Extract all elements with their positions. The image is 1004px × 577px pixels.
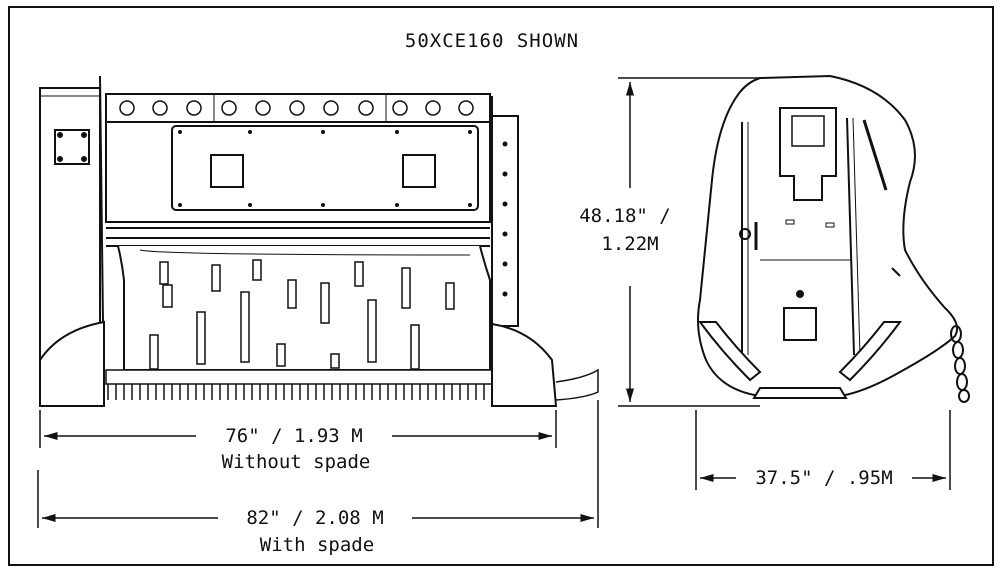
- height-label-line2: 1.22M: [601, 233, 658, 255]
- chain: [950, 325, 970, 403]
- rotor-teeth: [149, 259, 455, 370]
- width-dimension-without-spade: [39, 410, 557, 448]
- with-spade-note: With spade: [260, 534, 374, 556]
- top-bolt-row: [119, 100, 474, 116]
- height-dimension: [618, 77, 760, 407]
- drawing-title: 50XCE160 SHOWN: [405, 30, 579, 52]
- depth-dimension: [695, 410, 951, 490]
- width-dimension-with-spade: [37, 400, 599, 528]
- depth-label: 37.5" / .95M: [755, 467, 892, 489]
- height-label-line1: 48.18" /: [579, 205, 671, 227]
- width-without-spade-label: 76" / 1.93 M: [225, 425, 362, 447]
- side-view: [697, 74, 970, 403]
- width-with-spade-label: 82" / 2.08 M: [246, 507, 383, 529]
- without-spade-note: Without spade: [222, 451, 371, 473]
- front-view: [39, 75, 599, 407]
